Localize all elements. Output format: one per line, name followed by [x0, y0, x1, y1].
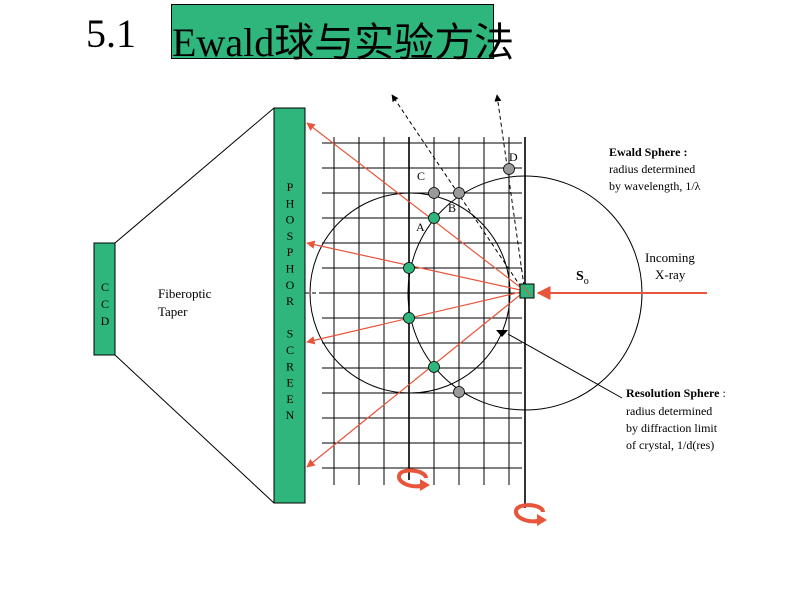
- fiberoptic-label: Fiberoptic: [158, 286, 212, 301]
- reflection-spot-a: [428, 212, 440, 224]
- rotation-arrow-icon: [397, 468, 430, 491]
- ewald-sphere-line1: radius determined: [609, 162, 695, 176]
- ccd-letter: D: [101, 314, 110, 328]
- screen-letter: H: [286, 262, 295, 276]
- incoming-label: Incoming: [645, 250, 695, 265]
- resolution-sphere-title: Resolution Sphere :: [626, 386, 726, 400]
- screen-letter: P: [287, 245, 294, 259]
- screen-letter: R: [286, 294, 294, 308]
- screen-letter: R: [286, 359, 294, 373]
- reflection-spot-green: [403, 312, 415, 324]
- ccd-letter: C: [101, 280, 109, 294]
- reflection-spot-bottom: [453, 386, 465, 398]
- label-d: D: [509, 150, 518, 164]
- label-b: B: [448, 201, 456, 215]
- ccd-box: [93, 242, 116, 356]
- taper-edge-bottom: [114, 354, 275, 504]
- screen-letter: P: [287, 180, 294, 194]
- rotation-arrow-icon: [514, 503, 547, 526]
- ewald-sphere-line2: by wavelength, 1/λ: [609, 179, 701, 193]
- diffracted-ray: [306, 240, 526, 292]
- ccd-letter: C: [101, 297, 109, 311]
- dashed-scattered-ray-right: [494, 94, 526, 294]
- label-a: A: [416, 220, 425, 234]
- resolution-sphere-line3: of crystal, 1/d(res): [626, 438, 714, 452]
- reflection-spot-b: [453, 187, 465, 199]
- taper-edge-top: [114, 107, 275, 244]
- label-c: C: [417, 169, 425, 183]
- diffracted-ray: [306, 290, 526, 345]
- diffracted-ray: [306, 290, 526, 468]
- title-highlighted-text: Ewald球与实验: [172, 20, 435, 65]
- screen-letter: S: [287, 229, 294, 243]
- s0-label: So: [576, 269, 589, 287]
- screen-letter: E: [286, 376, 293, 390]
- reflection-spot-green: [428, 361, 440, 373]
- resolution-sphere-line2: by diffraction limit: [626, 421, 718, 435]
- reflection-spot-d: [503, 163, 515, 175]
- screen-letter: H: [286, 196, 295, 210]
- screen-letter: E: [286, 392, 293, 406]
- title-rest-text: 方法: [434, 20, 515, 65]
- resolution-pointer-line: [507, 333, 623, 399]
- screen-letter: N: [286, 408, 295, 422]
- resolution-pointer-arrowhead: [496, 330, 508, 337]
- screen-letter: O: [286, 213, 295, 227]
- title-highlight-box: [171, 4, 494, 59]
- reflection-spot-green: [403, 262, 415, 274]
- screen-letter: S: [287, 327, 294, 341]
- resolution-sphere-line1: radius determined: [626, 404, 712, 418]
- diffracted-ray: [306, 122, 526, 292]
- title-number: 5.1: [86, 11, 136, 56]
- phosphor-screen: [273, 107, 306, 504]
- slide-title: Ewald球与实验方法: [172, 10, 514, 68]
- screen-letter: C: [286, 343, 294, 357]
- taper-label: Taper: [158, 304, 188, 319]
- xray-label: X-ray: [655, 267, 686, 282]
- reflection-spot-c: [428, 187, 440, 199]
- ewald-sphere-title: Ewald Sphere :: [609, 145, 687, 159]
- reciprocal-lattice-grid: [322, 137, 522, 485]
- screen-letter: O: [286, 278, 295, 292]
